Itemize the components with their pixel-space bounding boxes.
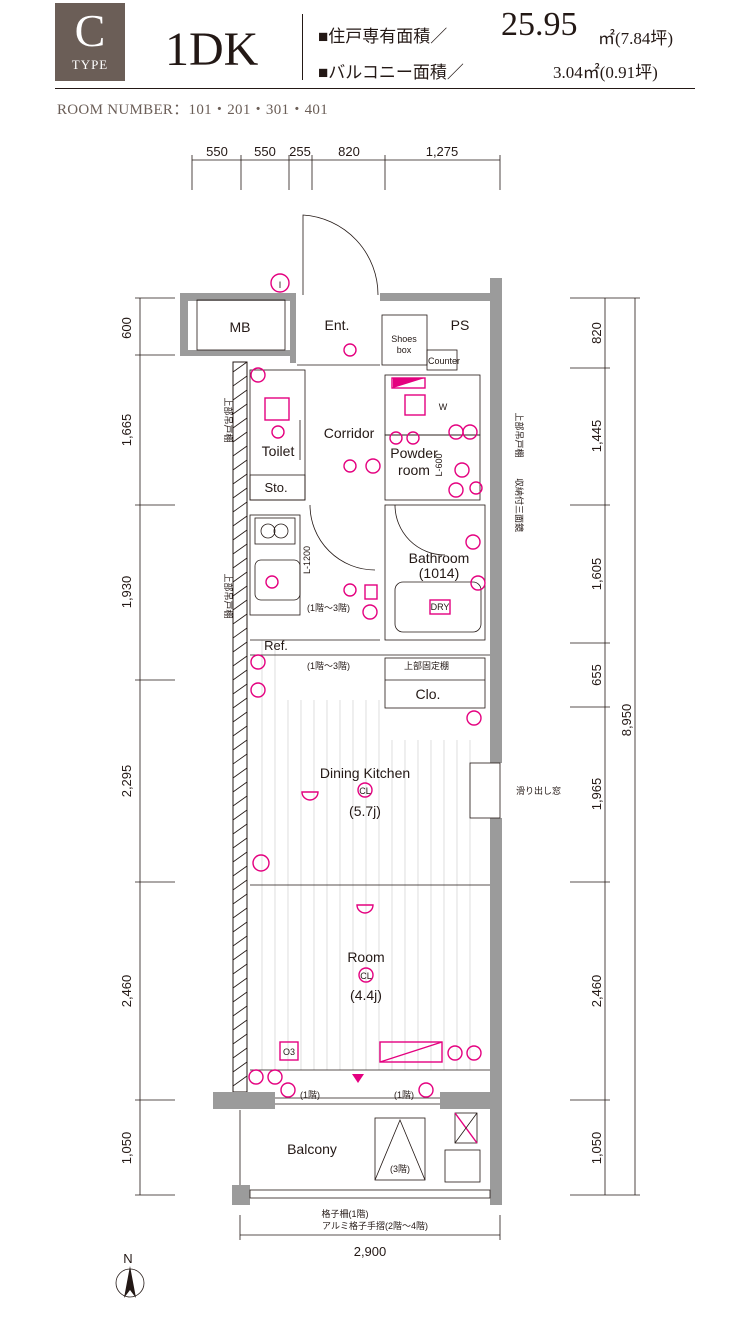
interior-lines [196,299,501,1185]
balcony-area-label: ■バルコニー面積／ [318,63,464,82]
label-room-size: (4.4j) [350,987,382,1003]
left-wall-hatch [232,361,248,1087]
note-o3: O3 [283,1047,295,1057]
label-balcony: Balcony [287,1141,337,1157]
note-floor3: (3階) [390,1164,410,1174]
dim-right-3: 1,605 [589,558,604,591]
label-sto: Sto. [264,480,287,495]
label-ent: Ent. [325,317,350,333]
dim-left-4: 2,295 [119,765,134,798]
dim-right-5: 1,965 [589,778,604,811]
label-powder-2: room [398,462,430,478]
balcony-area: ■バルコニー面積／ 3.04㎡(0.91坪) [318,58,658,83]
private-area: ■住戸専有面積／ 25.95 ㎡(7.84坪) [318,6,673,48]
label-dining-size: (5.7j) [349,803,381,819]
layout-title: 1DK [165,23,259,76]
label-corridor: Corridor [324,425,375,441]
note-storage-mirror: 収納付三面鏡 [514,478,525,532]
dim-right-6: 2,460 [589,975,604,1008]
label-bathroom-size: (1014) [419,565,459,581]
north-label: N [123,1251,132,1266]
dim-top-2: 550 [254,144,276,159]
dim-left-3: 1,930 [119,576,134,609]
label-bathroom: Bathroom [409,550,470,566]
note-upper-cabinet-1: 上部吊戸棚 [223,397,234,442]
private-area-value: 25.95 [501,6,578,43]
note-cl-2: CL [360,971,372,981]
note-l1200: L-1200 [302,546,312,574]
private-area-unit: ㎡(7.84坪) [598,29,674,48]
kitchen-stove [254,517,301,601]
private-area-label: ■住戸専有面積／ [318,27,448,46]
dim-top-1: 550 [206,144,228,159]
dim-left-5: 2,460 [119,975,134,1008]
bottom-dimension: 2,900 [239,1215,501,1259]
dim-top-5: 1,275 [426,144,459,159]
dim-right-1: 820 [589,322,604,344]
note-floor1b: (1階) [394,1090,414,1100]
note-lattice-2: アルミ格子手摺(2階～4階) [322,1220,428,1231]
label-shoes-box-2: box [397,345,412,355]
right-dimensions: 820 1,445 1,605 655 1,965 2,460 1,050 8,… [570,297,640,1196]
type-word: TYPE [71,57,109,72]
top-dimensions: 550 550 255 820 1,275 [191,144,501,190]
note-floors-1: (1階～3階) [307,603,350,613]
label-clo: Clo. [416,686,441,702]
label-w: W [439,402,448,412]
label-mb: MB [230,319,251,335]
dim-right-2: 1,445 [589,420,604,453]
note-l600: L-600 [434,453,444,476]
balcony-area-value: 3.04㎡(0.91坪) [553,63,658,82]
dim-top-3: 255 [289,144,311,159]
note-lattice-1: 格子柵(1階) [322,1208,369,1219]
note-dry: DRY [431,602,450,612]
type-badge: C TYPE [55,3,125,81]
type-letter: C [74,5,106,56]
note-floors-2: (1階～3階) [307,661,350,671]
dim-right-total: 8,950 [619,704,634,737]
walls [180,278,502,1205]
label-ref: Ref. [264,638,288,653]
dim-top-4: 820 [338,144,360,159]
header-rule [55,88,695,89]
note-upper-shelf: 上部固定棚 [404,660,449,671]
equipment-symbols: I [248,273,486,1098]
room-number: ROOM NUMBER：101・201・301・401 [57,102,329,118]
flooring [261,640,471,1070]
note-floor1a: (1階) [300,1090,320,1100]
label-powder-1: Powder [390,445,438,461]
label-room: Room [347,949,384,965]
dim-left-6: 1,050 [119,1132,134,1165]
note-cl-1: CL [359,786,371,796]
left-dimensions: 600 1,665 1,930 2,295 2,460 1,050 [119,297,175,1196]
dim-left-1: 600 [119,317,134,339]
dim-bottom: 2,900 [354,1244,387,1259]
entrance-door [302,214,379,296]
dim-right-4: 655 [589,664,604,686]
label-ps: PS [451,317,470,333]
north-arrow-icon: N [115,1251,145,1298]
label-shoes-box-1: Shoes [391,334,417,344]
label-counter: Counter [428,356,460,366]
label-toilet: Toilet [262,443,295,459]
dim-right-7: 1,050 [589,1132,604,1165]
note-upper-cabinet-2: 上部吊戸棚 [223,573,234,618]
label-dining: Dining Kitchen [320,765,410,781]
dim-left-2: 1,665 [119,414,134,447]
note-upper-cabinet-3: 上部吊戸棚 [514,412,525,457]
note-sliding-window: 滑り出し窓 [516,785,561,796]
svg-text:I: I [279,280,282,290]
header-divider [302,14,303,80]
